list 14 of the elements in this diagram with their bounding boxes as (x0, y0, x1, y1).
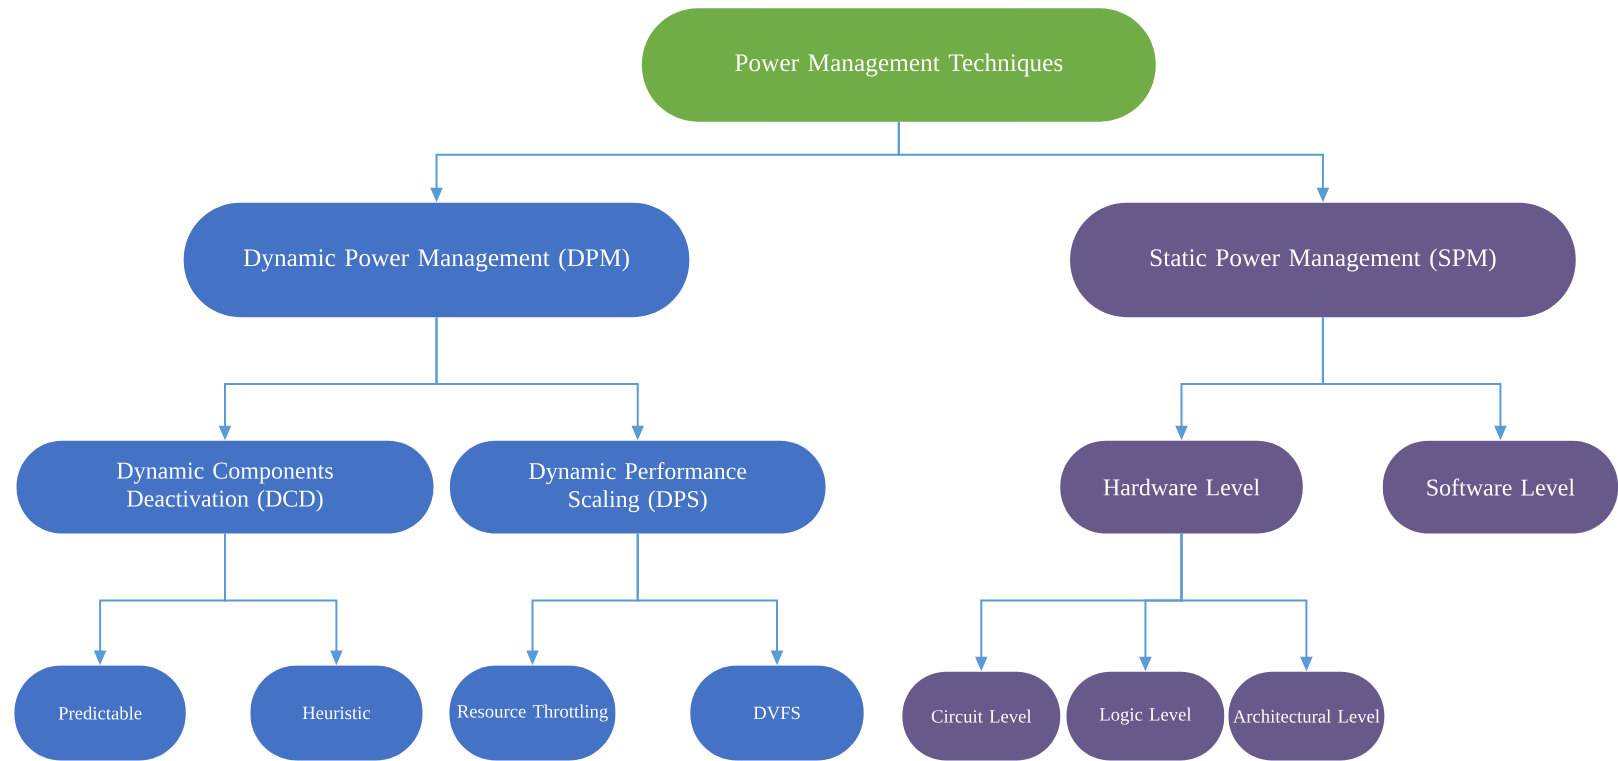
category-pill: Logic Level (1066, 671, 1225, 761)
category-pill: Heuristic (250, 665, 423, 761)
category-pill: Static Power Management (SPM) (1070, 202, 1576, 318)
category-pill: Predictable (14, 665, 186, 761)
category-pill: Circuit Level (902, 671, 1061, 761)
category-pill: DVFS (690, 665, 864, 761)
category-pill: Architectural Level (1228, 671, 1385, 761)
category-pill: Dynamic Performance Scaling (DPS) (449, 440, 826, 534)
category-pill: Software Level (1382, 440, 1618, 534)
category-pill: Resource Throttling (449, 665, 616, 761)
category-pill: Power Management Techniques (641, 8, 1156, 122)
category-pill: Dynamic Power Management (DPM) (183, 202, 690, 318)
category-pill: Dynamic Components Deactivation (DCD) (16, 440, 434, 534)
category-pill: Hardware Level (1060, 440, 1303, 534)
